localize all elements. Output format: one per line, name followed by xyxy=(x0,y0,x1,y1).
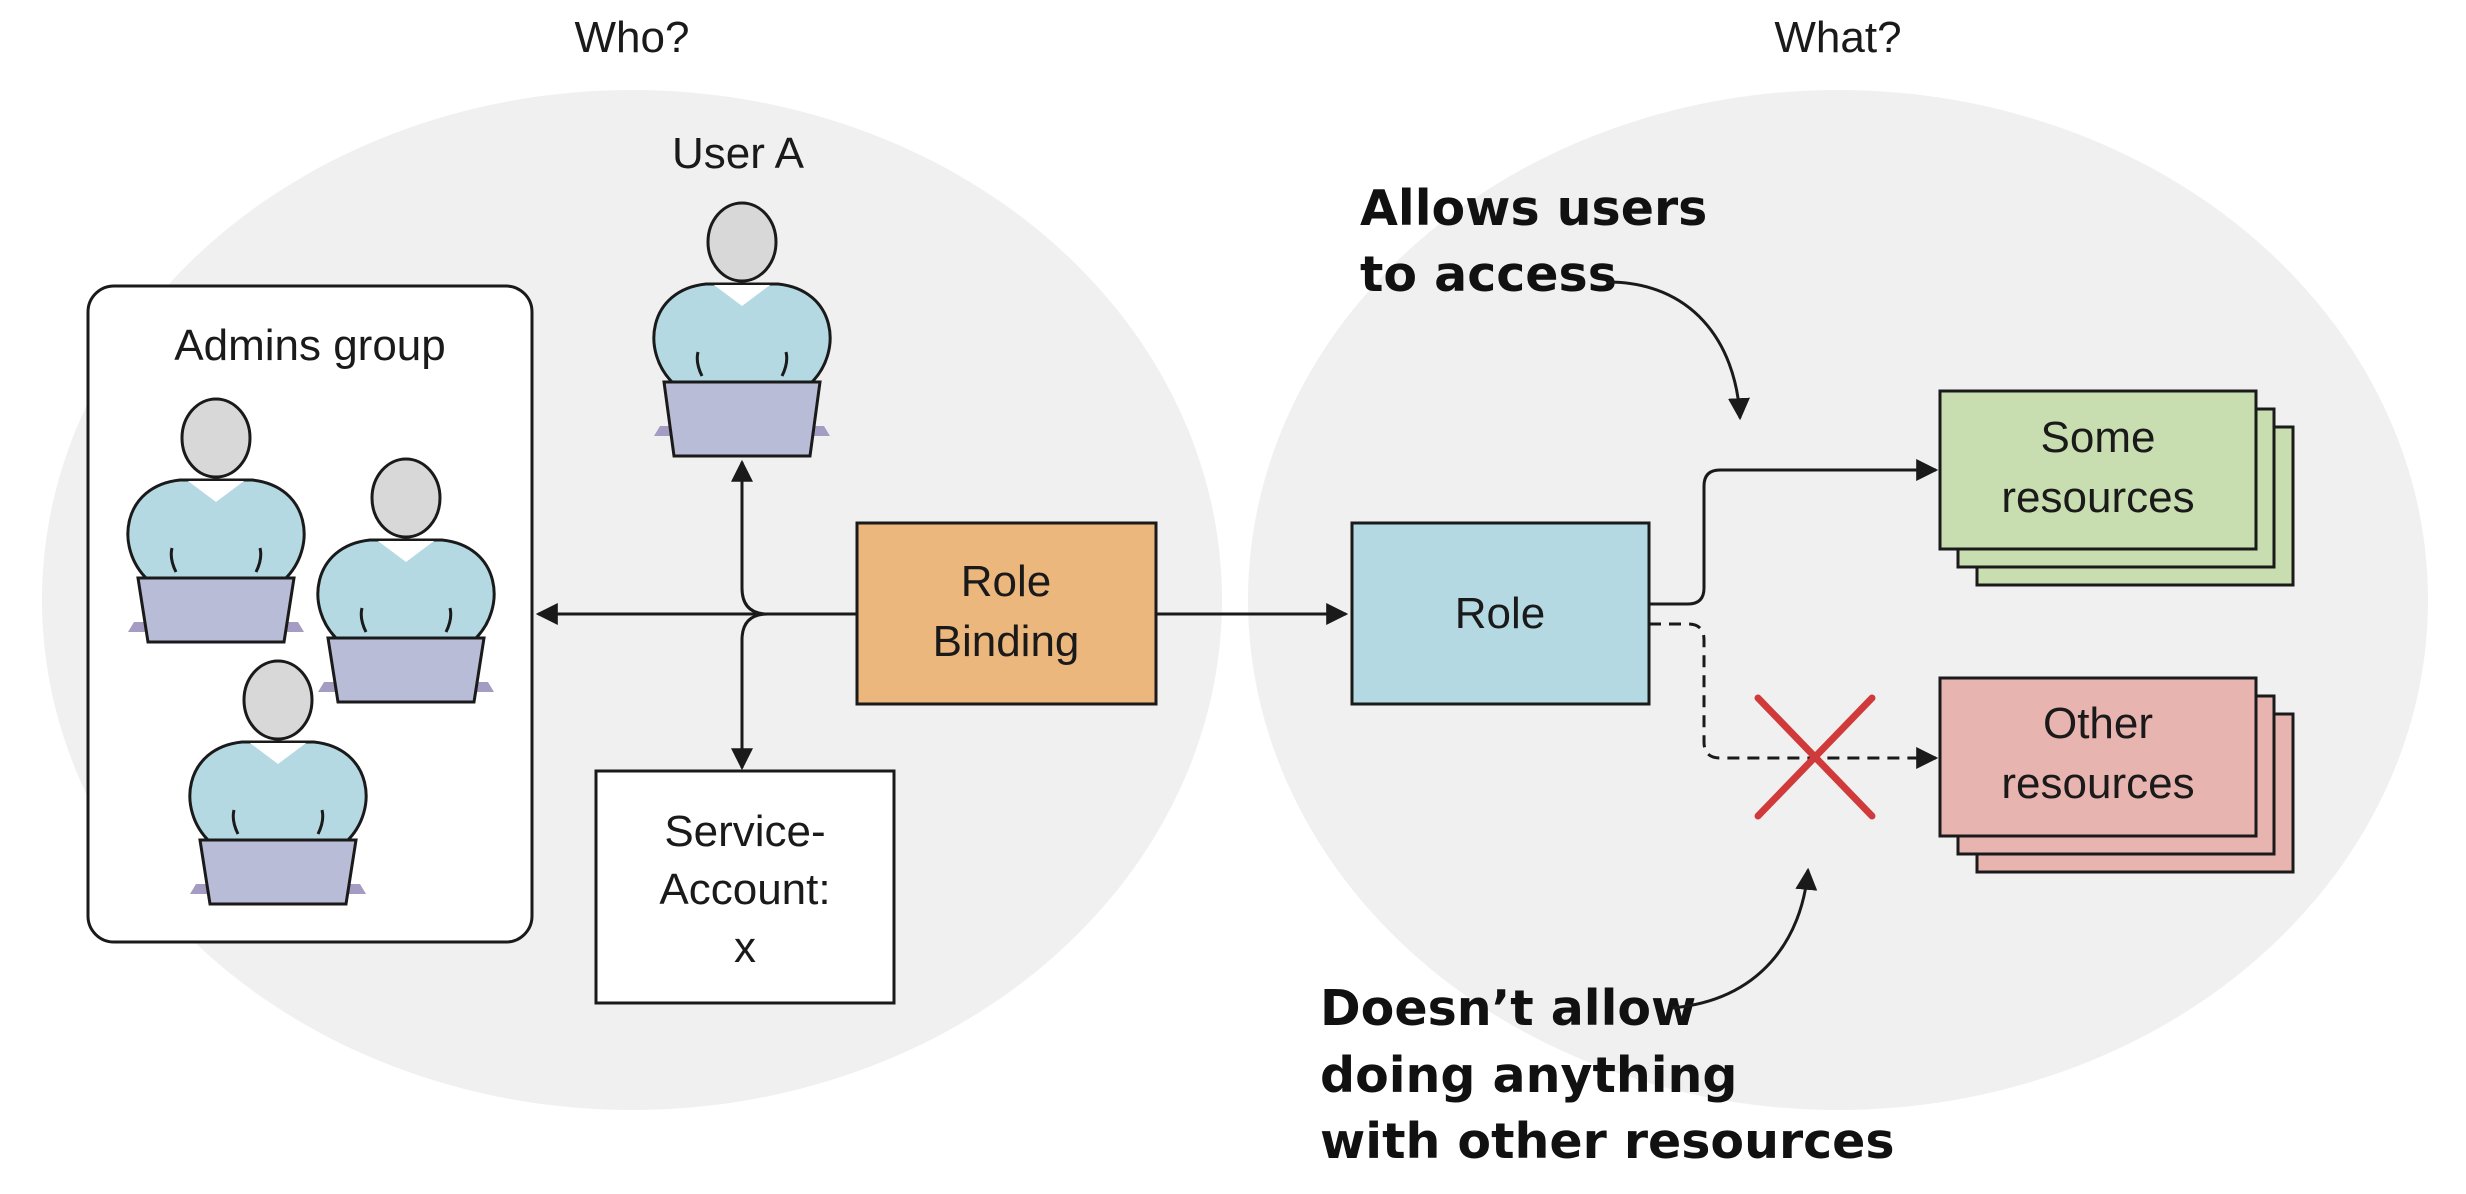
allows-curved-arrow xyxy=(1607,280,1750,421)
denies-note-line3: with other resources xyxy=(1320,1113,1895,1170)
user-a-label: User A xyxy=(672,129,805,178)
other-resources-stack xyxy=(1938,676,2295,874)
allows-note-line1: Allows users xyxy=(1360,180,1707,237)
allows-note-line2: to access xyxy=(1360,246,1617,303)
admins-group-label: Admins group xyxy=(174,321,445,370)
some-resources-stack xyxy=(1938,389,2295,587)
arrow-to-service-account xyxy=(731,612,857,771)
deny-cross-icon xyxy=(1754,694,1876,820)
service-account-box xyxy=(594,769,896,1005)
admin-person-icon xyxy=(316,457,496,704)
arrow-to-some-resources xyxy=(1649,459,1939,606)
role-binding-line1: Role xyxy=(961,557,1052,606)
admin-person-icon xyxy=(188,659,368,906)
admin-person-icon xyxy=(126,397,306,644)
what-heading: What? xyxy=(1774,13,1901,62)
service-account-line1: Service- xyxy=(664,807,825,856)
role-binding-box xyxy=(855,521,1158,706)
who-heading: Who? xyxy=(575,13,690,62)
user-a-person-icon xyxy=(652,201,832,458)
service-account-line2: Account: xyxy=(659,865,830,914)
some-resources-line1: Some xyxy=(2041,413,2156,462)
other-resources-line1: Other xyxy=(2043,699,2153,748)
dashed-arrow-to-other-resources xyxy=(1649,622,1939,769)
role-box xyxy=(1350,521,1651,706)
service-account-line3: x xyxy=(734,923,756,972)
role-label: Role xyxy=(1455,589,1546,638)
role-binding-line2: Binding xyxy=(933,617,1080,666)
denies-note-line1: Doesn’t allow xyxy=(1320,980,1696,1037)
some-resources-line2: resources xyxy=(2001,473,2194,522)
other-resources-line2: resources xyxy=(2001,759,2194,808)
denies-note-line2: doing anything xyxy=(1320,1047,1738,1104)
role-binding-connectors xyxy=(535,459,1349,771)
denies-curved-arrow xyxy=(1671,867,1818,1010)
